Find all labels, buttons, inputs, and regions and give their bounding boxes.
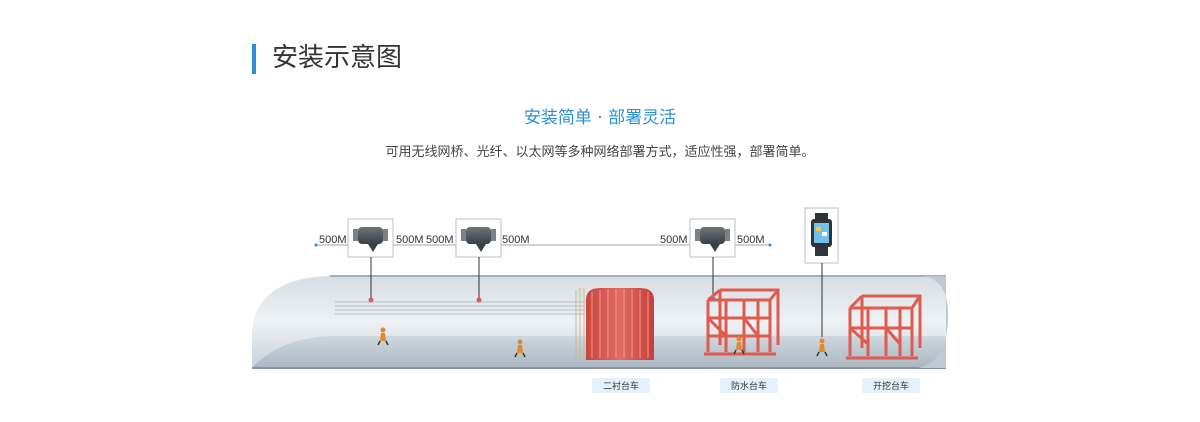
wristband-tag: [804, 207, 839, 337]
wireless-bridge-1: [347, 218, 394, 303]
description: 可用无线网桥、光纤、以太网等多种网络部署方式，适应性强，部署简单。: [385, 145, 815, 160]
subtitle: 安装简单 · 部署灵活: [523, 108, 677, 128]
title-accent-bar: [252, 44, 256, 74]
section-title: 安装示意图: [272, 43, 403, 73]
waterproof-trolley-label-bg: [720, 378, 778, 393]
lining-trolley-label: 二衬台车: [603, 380, 639, 392]
tunnel-face: [918, 276, 949, 368]
wireless-bridge-icon: [695, 227, 730, 252]
wireless-bridge-3: [689, 218, 736, 302]
lining-trolley-label-bg: [592, 378, 650, 393]
worker-icon: [377, 327, 389, 346]
wireless-bridge-icon: [353, 227, 388, 252]
excavation-trolley-label: 开挖台车: [873, 380, 909, 392]
distance-label-6: 500M: [737, 234, 765, 246]
distance-label-2: 500M: [396, 234, 424, 246]
excavation-trolley-label-bg: [862, 378, 920, 393]
distance-label-4: 500M: [502, 234, 530, 246]
wireless-bridge-icon: [461, 227, 496, 252]
waterproof-trolley-label: 防水台车: [731, 380, 767, 392]
distance-label-5: 500M: [660, 234, 688, 246]
worker-icon: [816, 338, 828, 357]
wireless-bridge-2: [455, 218, 502, 303]
excavation-trolley: [846, 294, 922, 360]
worker-icon: [514, 339, 526, 358]
lining-trolley: [575, 288, 654, 360]
distance-label-3: 500M: [426, 234, 454, 246]
worker-icon: [733, 336, 745, 355]
wristband-tag-icon: [811, 213, 832, 256]
waterproof-trolley: [704, 288, 780, 356]
distance-label-1: 500M: [319, 234, 347, 246]
wall-pipes: [335, 301, 585, 315]
